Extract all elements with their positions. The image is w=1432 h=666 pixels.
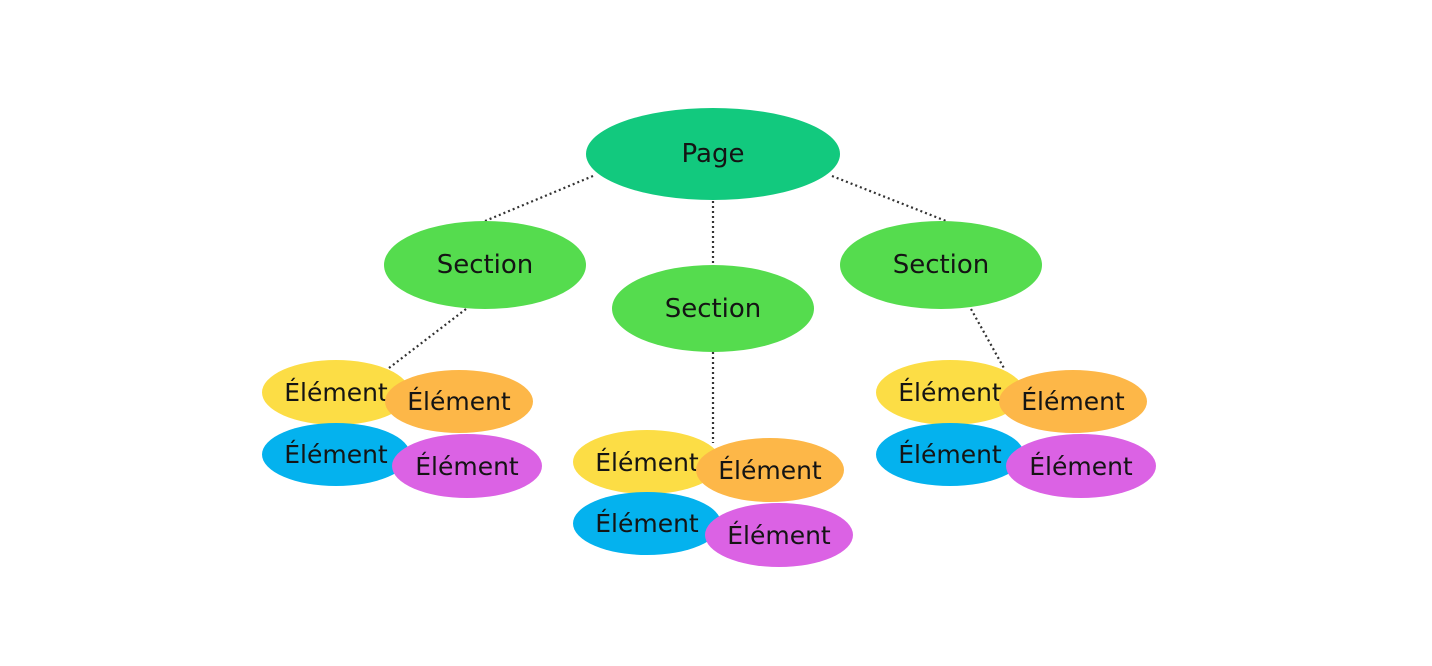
element-node: Élément xyxy=(705,503,853,567)
element-node: Élément xyxy=(573,492,721,555)
section-node-right: Section xyxy=(840,221,1042,309)
section-node-center: Section xyxy=(612,265,814,352)
element-node: Élément xyxy=(876,360,1024,425)
connector-section-left-elements xyxy=(388,308,467,369)
element-node: Élément xyxy=(876,423,1024,486)
connector-page-section-right xyxy=(831,174,947,223)
element-node: Élément xyxy=(385,370,533,433)
element-node: Élément xyxy=(999,370,1147,433)
element-node: Élément xyxy=(1006,434,1156,498)
element-node: Élément xyxy=(262,423,410,486)
section-node-left: Section xyxy=(384,221,586,309)
element-node: Élément xyxy=(262,360,410,425)
element-node: Élément xyxy=(392,434,542,498)
element-node: Élément xyxy=(696,438,844,502)
page-node: Page xyxy=(586,108,840,200)
element-node: Élément xyxy=(573,430,721,494)
connector-page-section-left xyxy=(484,174,594,223)
connector-section-right-elements xyxy=(970,308,1006,371)
